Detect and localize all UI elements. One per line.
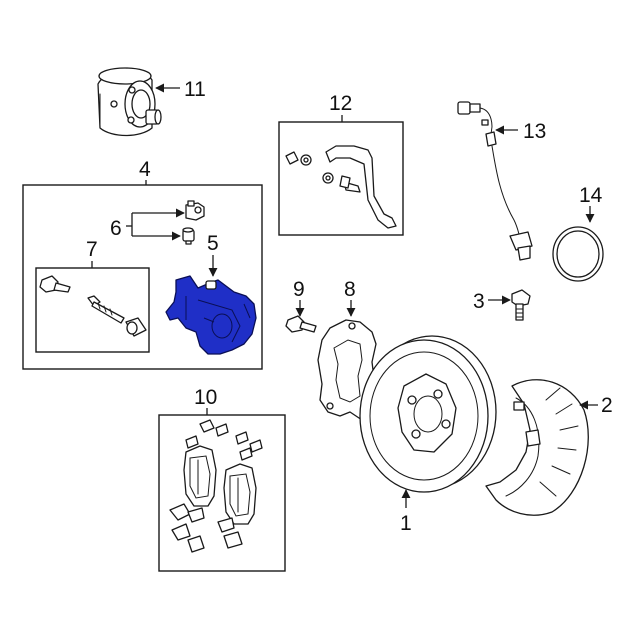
part-10-pad-clips[interactable] — [185, 419, 263, 461]
callout-6: 6 — [110, 217, 122, 240]
part-5-brake-caliper-highlighted[interactable] — [165, 275, 257, 355]
part-7-guide-pin[interactable] — [87, 295, 125, 324]
part-13-abs-wheel-speed-sensor[interactable] — [457, 101, 533, 261]
part-6-bleeder-screw[interactable] — [185, 200, 205, 221]
part-7-guide-bolt[interactable] — [39, 275, 71, 293]
callout-11: 11 — [184, 78, 206, 101]
part-14-abs-tone-ring[interactable] — [552, 226, 604, 282]
callout-5: 5 — [207, 232, 219, 255]
part-10-anti-rattle-clips[interactable] — [169, 503, 243, 553]
part-10-brake-pad-left[interactable] — [183, 445, 217, 507]
callout-8: 8 — [344, 278, 356, 301]
part-7-guide-boot[interactable] — [125, 317, 147, 337]
caliper-assembly-box — [22, 184, 263, 370]
brake-hose-box — [278, 121, 404, 236]
callout-14: 14 — [579, 184, 603, 207]
part-9-bracket-bolt[interactable] — [285, 315, 317, 333]
part-12-brake-hose[interactable] — [285, 145, 397, 229]
part-10-brake-pad-right[interactable] — [223, 463, 257, 525]
brake-pad-kit-box — [158, 414, 286, 572]
callout-7: 7 — [86, 238, 98, 261]
callout-13: 13 — [523, 120, 546, 143]
callout-12: 12 — [329, 92, 352, 115]
callout-1: 1 — [400, 512, 412, 535]
callout-4: 4 — [139, 158, 151, 181]
callout-3: 3 — [473, 290, 485, 313]
guide-pin-kit-box — [35, 267, 150, 353]
part-6-bleeder-cap[interactable] — [182, 227, 195, 245]
part-3-sensor-bolt[interactable] — [511, 289, 531, 321]
part-2-dust-shield[interactable] — [485, 379, 589, 516]
part-8-caliper-bracket[interactable] — [317, 319, 377, 421]
callout-9: 9 — [293, 278, 305, 301]
callout-10: 10 — [194, 386, 217, 409]
callout-2: 2 — [601, 394, 613, 417]
part-1-brake-rotor[interactable] — [359, 335, 497, 493]
part-11-wheel-hub-bearing[interactable] — [97, 67, 162, 137]
